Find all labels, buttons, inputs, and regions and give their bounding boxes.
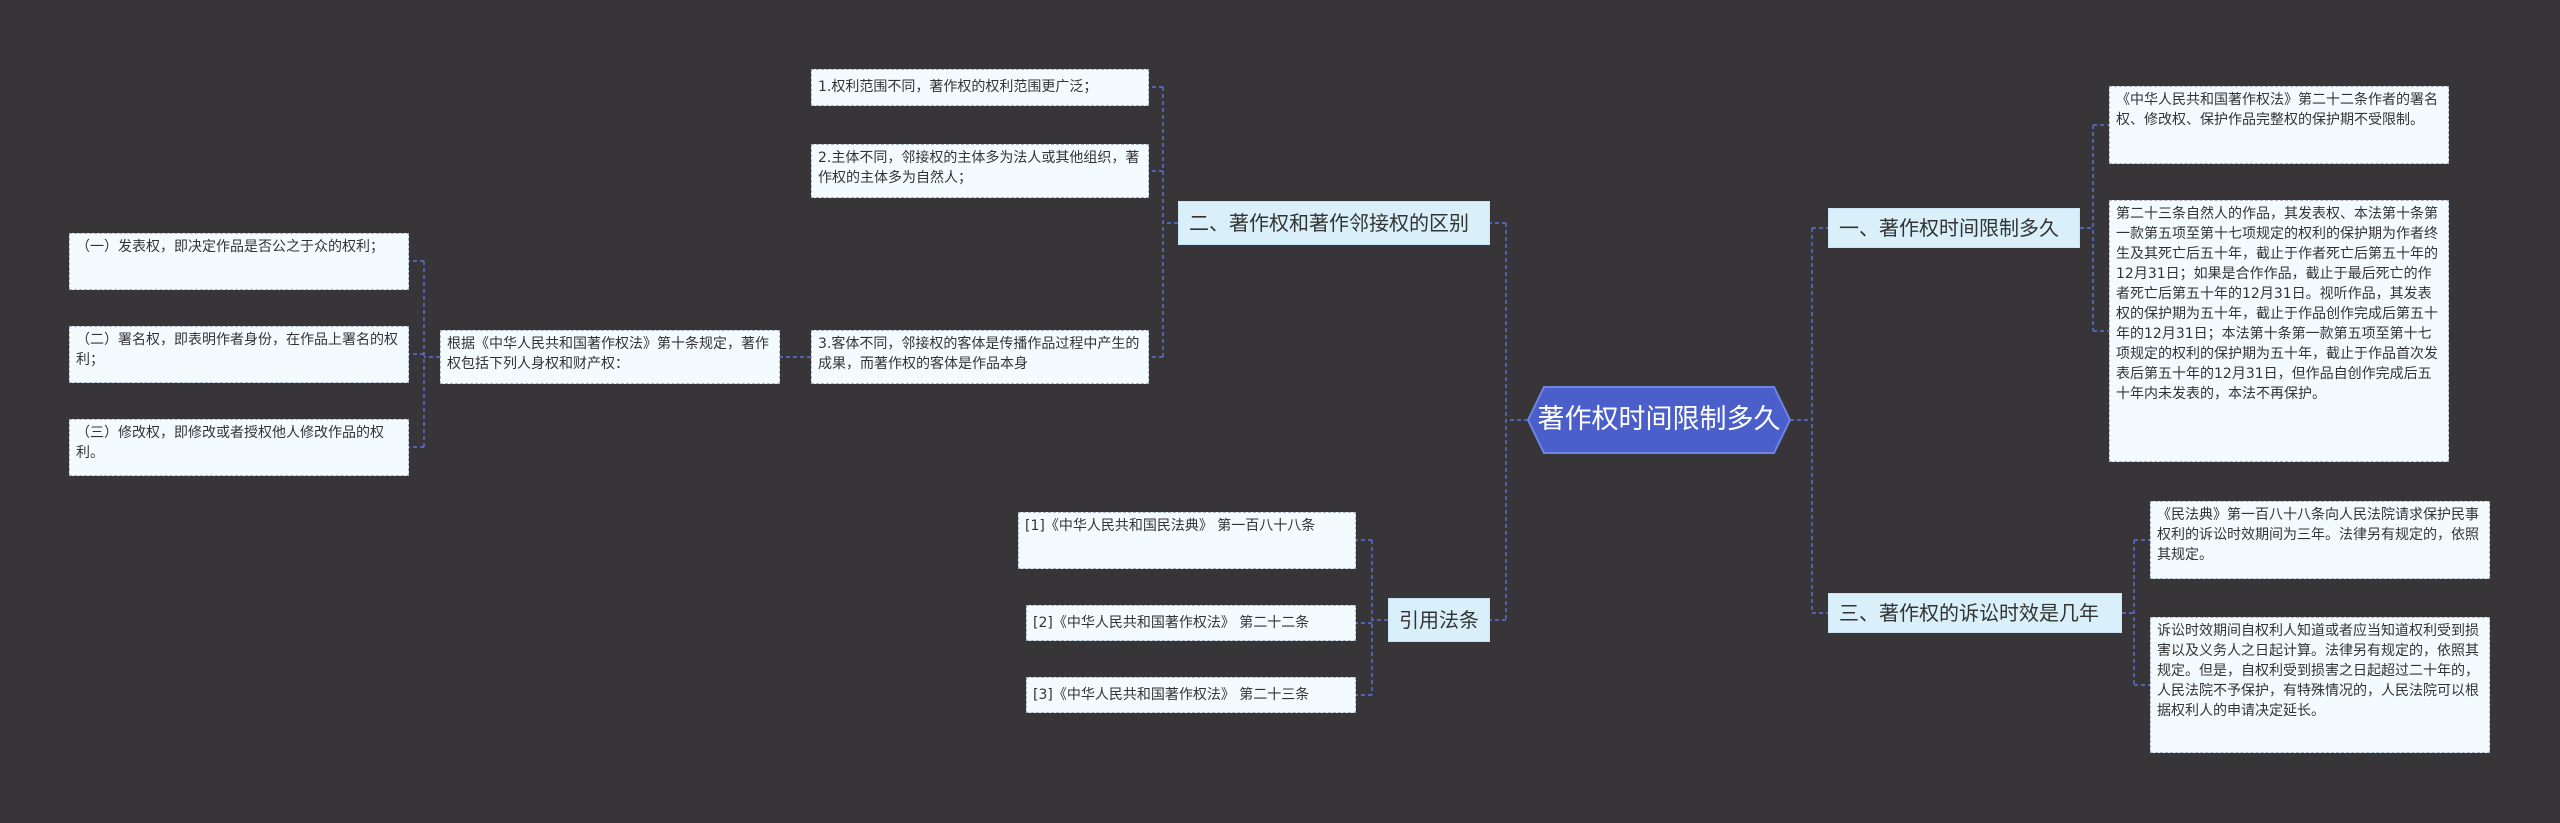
leaf-limitation-start: 诉讼时效期间自权利人知道或者应当知道权利受到损害以及义务人之日起计算。法律另有规… bbox=[2150, 617, 2490, 753]
leaf-article-10-intro: 根据《中华人民共和国著作权法》第十条规定，著作权包括下列人身权和财产权： bbox=[440, 330, 780, 384]
leaf-object-difference: 3.客体不同，邻接权的客体是传播作品过程中产生的成果，而著作权的客体是作品本身 bbox=[811, 330, 1149, 384]
leaf-cite-3: [3]《中华人民共和国著作权法》 第二十三条 bbox=[1026, 677, 1356, 713]
branch-time-limit[interactable]: 一、著作权时间限制多久 bbox=[1828, 208, 2080, 248]
root-title: 著作权时间限制多久 bbox=[1537, 404, 1781, 435]
root-shape bbox=[1526, 386, 1792, 454]
leaf-scope-difference: 1.权利范围不同，著作权的权利范围更广泛； bbox=[811, 69, 1149, 106]
leaf-article-22: 《中华人民共和国著作权法》第二十二条作者的署名权、修改权、保护作品完整权的保护期… bbox=[2109, 86, 2449, 164]
leaf-cite-1: [1]《中华人民共和国民法典》 第一百八十八条 bbox=[1018, 512, 1356, 569]
leaf-article-23: 第二十三条自然人的作品，其发表权、本法第十条第一款第五项至第十七项规定的权利的保… bbox=[2109, 200, 2449, 462]
root-node[interactable]: 著作权时间限制多久 bbox=[1518, 385, 1800, 455]
branch-copyright-vs-neighboring[interactable]: 二、著作权和著作邻接权的区别 bbox=[1178, 201, 1490, 245]
leaf-right-authorship: （二）署名权，即表明作者身份，在作品上署名的权利； bbox=[69, 326, 409, 383]
leaf-right-modification: （三）修改权，即修改或者授权他人修改作品的权利。 bbox=[69, 419, 409, 476]
branch-cited-articles[interactable]: 引用法条 bbox=[1388, 598, 1490, 642]
leaf-right-publication: （一）发表权，即决定作品是否公之于众的权利； bbox=[69, 233, 409, 290]
branch-limitation-period[interactable]: 三、著作权的诉讼时效是几年 bbox=[1828, 593, 2122, 633]
leaf-cite-2: [2]《中华人民共和国著作权法》 第二十二条 bbox=[1026, 605, 1356, 641]
leaf-civil-code-188: 《民法典》第一百八十八条向人民法院请求保护民事权利的诉讼时效期间为三年。法律另有… bbox=[2150, 501, 2490, 579]
leaf-subject-difference: 2.主体不同，邻接权的主体多为法人或其他组织，著作权的主体多为自然人； bbox=[811, 144, 1149, 198]
